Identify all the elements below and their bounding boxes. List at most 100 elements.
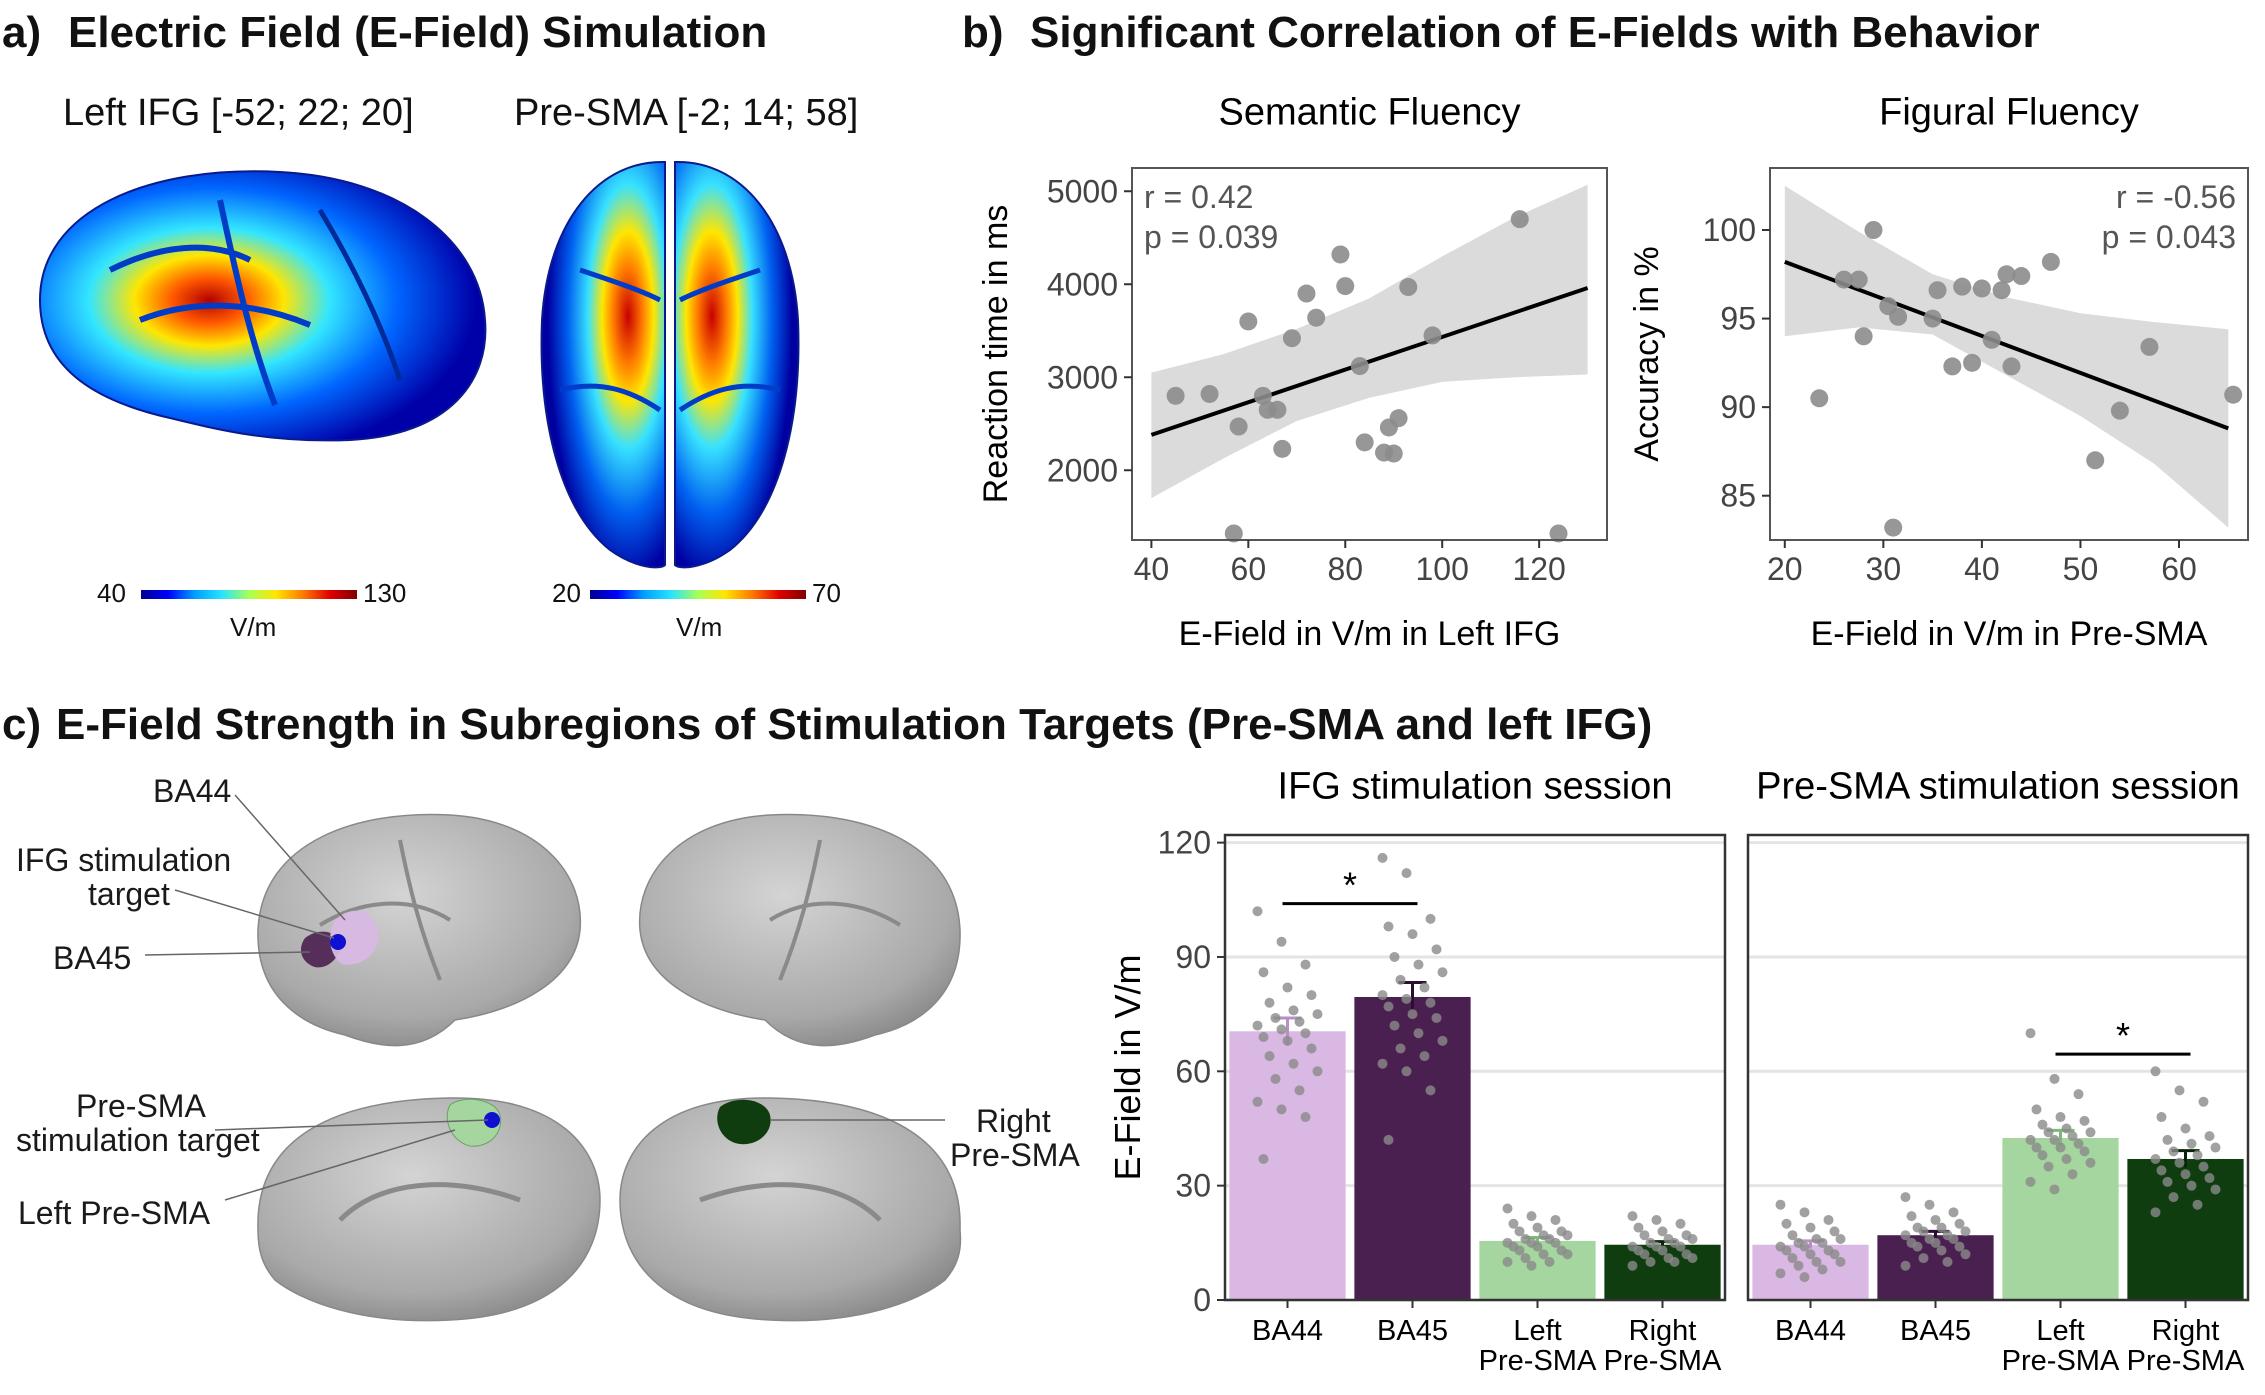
subject-point [1651,1214,1662,1225]
subject-point [1805,1222,1816,1233]
subject-point [1377,852,1388,863]
x-tick-label: Left [1513,1315,1561,1347]
subject-point [1401,993,1412,1004]
chart-title: Semantic Fluency [1218,91,1520,133]
data-point [2140,337,2159,356]
x-tick-label: Left [2036,1315,2084,1347]
colorbar-left-min: 40 [97,578,126,608]
subject-point [1502,1256,1513,1267]
x-tick-label: BA45 [1377,1315,1448,1347]
x-tick-label: BA44 [1252,1315,1323,1347]
x-axis-label: E-Field in V/m in Left IFG [1179,615,1561,653]
subject-point [1817,1264,1828,1275]
y-tick-label: 95 [1720,301,1756,337]
subject-point [1276,1104,1287,1115]
subject-point [1276,936,1287,947]
data-point [1864,221,1883,239]
data-point [1350,357,1369,376]
subject-point [2162,1134,2173,1145]
subject-point [1264,1051,1275,1062]
subject-point [1550,1214,1561,1225]
data-point [1928,281,1947,300]
y-tick-label: 30 [1175,1168,1211,1204]
subject-point [1657,1226,1668,1237]
left-presma-label: Left Pre-SMA [18,1195,211,1231]
subject-point [1306,990,1317,1001]
subject-point [2198,1096,2209,1107]
subject-point [1936,1222,1947,1233]
subject-point [1425,997,1436,1008]
data-point [2002,357,2021,376]
subject-point [2025,1134,2036,1145]
subject-point [1550,1237,1561,1248]
confidence-band [1784,185,2229,528]
ifg-target-label-line1: IFG stimulation [16,842,232,878]
plot-frame [1769,167,2249,541]
subject-point [1675,1241,1686,1252]
subject-point [1544,1256,1555,1267]
y-tick-label: 5000 [1047,173,1118,209]
subject-point [2150,1207,2161,1218]
subject-point [1383,1001,1394,1012]
subject-point [1775,1199,1786,1210]
subject-point [1294,1085,1305,1096]
subject-point [1562,1249,1573,1260]
subject-point [1389,951,1400,962]
bar [2127,1158,2244,1300]
x-tick-label: Pre-SMA [2002,1345,2120,1377]
subject-point [2210,1184,2221,1195]
subject-point [2049,1134,2060,1145]
subject-point [2037,1150,2048,1161]
brain-lateral-efield [38,170,487,442]
subject-point [1781,1245,1792,1256]
panel-a-title: Electric Field (E-Field) Simulation [68,8,768,57]
subject-point [1817,1237,1828,1248]
y-tick-label: 85 [1720,478,1756,514]
subject-point [1282,1035,1293,1046]
subject-point [1829,1249,1840,1260]
subject-point [1930,1214,1941,1225]
subject-point [1270,1012,1281,1023]
subject-point [1811,1256,1822,1267]
subject-point [1532,1241,1543,1252]
subject-point [1900,1192,1911,1203]
x-tick-label: 120 [1512,551,1565,587]
data-point [1282,329,1301,348]
subject-point [1781,1218,1792,1229]
subject-point [1930,1237,1941,1248]
significance-star: * [2116,1015,2130,1056]
subject-point [1252,906,1263,917]
subject-point [1805,1249,1816,1260]
right-presma-label-line1: Right [976,1103,1051,1139]
chart-title: Figural Fluency [1879,91,2139,133]
right-presma-region [717,1099,771,1145]
subject-point [2025,1028,2036,1039]
subject-point [2180,1169,2191,1180]
x-tick-label: Right [2152,1315,2220,1347]
subject-point [2061,1123,2072,1134]
subject-point [1276,1024,1287,1035]
y-axis-label: Reaction time in ms [980,205,1015,504]
subject-point [1787,1253,1798,1264]
data-point [1307,308,1326,327]
subject-point [1627,1260,1638,1271]
subject-point [1936,1245,1947,1256]
subject-point [1562,1230,1573,1241]
data-point [1889,307,1908,326]
chart-title: Pre-SMA stimulation session [1756,765,2240,807]
subject-point [1954,1241,1965,1252]
subject-point [2067,1131,2078,1142]
ifg-target-dot [330,934,346,950]
subject-point [1918,1253,1929,1264]
panel-c-label: c) [2,700,42,749]
x-tick-label: 60 [2161,551,2197,587]
presma-target-dot [484,1112,500,1128]
subject-point [2168,1192,2179,1203]
subject-point [1835,1234,1846,1245]
x-tick-label: 40 [1134,551,1170,587]
subject-point [1508,1218,1519,1229]
ba45-label: BA45 [53,940,132,976]
subject-point [2073,1138,2084,1149]
subject-point [1413,959,1424,970]
